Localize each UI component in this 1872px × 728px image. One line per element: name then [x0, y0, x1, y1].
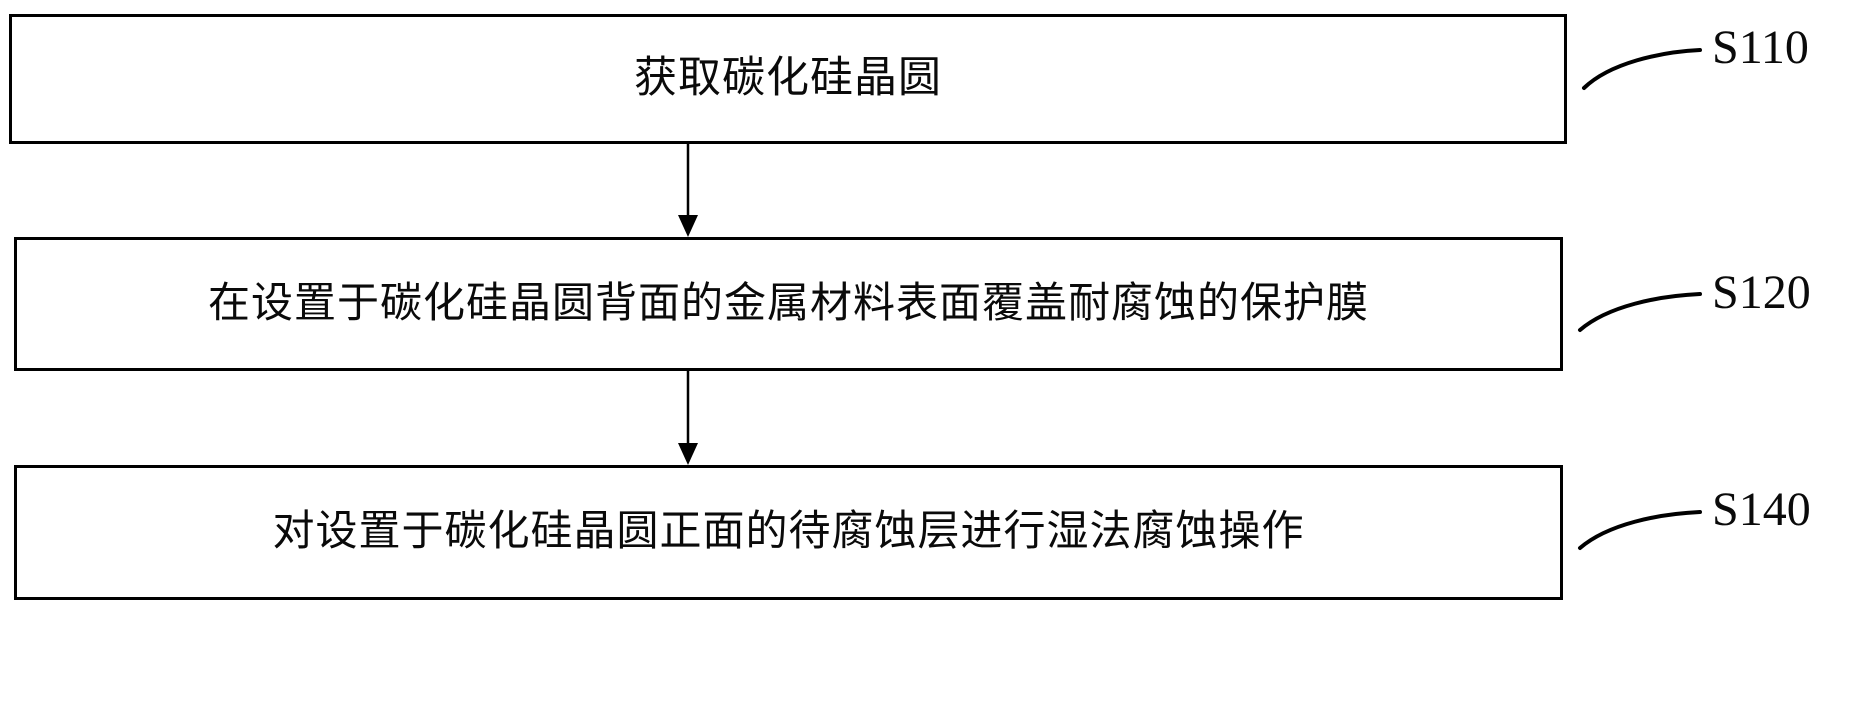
flowchart-step-2-text: 在设置于碳化硅晶圆背面的金属材料表面覆盖耐腐蚀的保护膜	[207, 280, 1369, 327]
step-tag-s110: S110	[1712, 21, 1809, 74]
flowchart-step-box-1: 获取碳化硅晶圆	[9, 14, 1567, 144]
flowchart-step-box-2: 在设置于碳化硅晶圆背面的金属材料表面覆盖耐腐蚀的保护膜	[14, 237, 1563, 371]
leader-line-s120	[1578, 292, 1702, 332]
step-tag-s140: S140	[1712, 483, 1811, 536]
arrow-step1-to-step2	[678, 144, 698, 237]
leader-line-s140	[1578, 510, 1702, 550]
leader-line-s110	[1582, 48, 1702, 90]
flowchart-step-box-3: 对设置于碳化硅晶圆正面的待腐蚀层进行湿法腐蚀操作	[14, 465, 1563, 600]
arrow-step2-to-step3	[678, 371, 698, 465]
flowchart-step-3-text: 对设置于碳化硅晶圆正面的待腐蚀层进行湿法腐蚀操作	[272, 509, 1305, 556]
step-tag-s120: S120	[1712, 266, 1811, 319]
flowchart-step-1-text: 获取碳化硅晶圆	[634, 55, 942, 103]
